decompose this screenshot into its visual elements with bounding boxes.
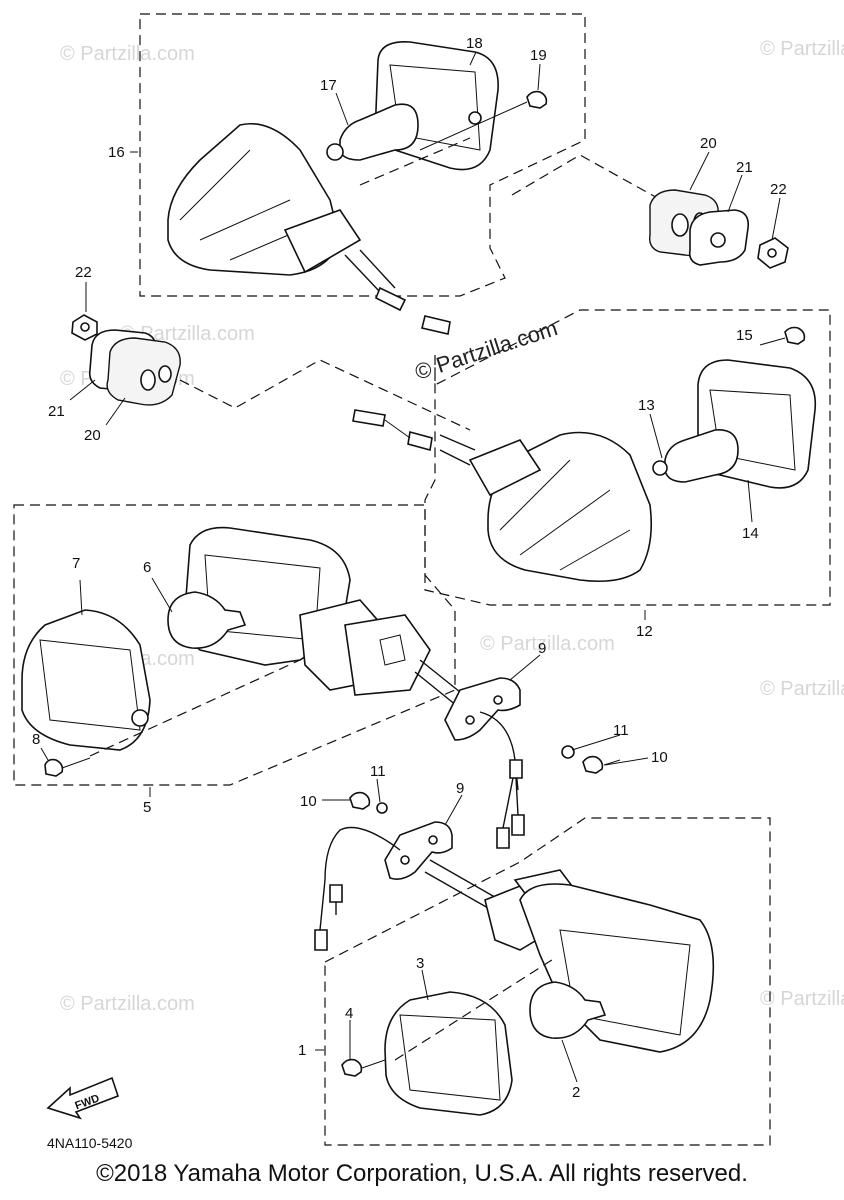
assembly-16-outline (139, 13, 586, 297)
callout-3: 3 (416, 955, 424, 972)
forward-arrow-icon: FWD (46, 1076, 120, 1120)
callout-2: 2 (572, 1084, 580, 1101)
assembly-1-outline (324, 817, 771, 1146)
callout-21: 21 (736, 159, 753, 176)
callout-11: 11 (613, 722, 629, 739)
callout-20: 20 (700, 135, 717, 152)
watermarks: © Partzilla.com © Partzilla.com © Partzi… (60, 38, 844, 1015)
callout-6: 6 (143, 559, 151, 576)
watermark-text: © Partzilla.com (760, 988, 844, 1010)
callout-7: 7 (72, 555, 80, 572)
callout-12: 12 (636, 623, 653, 640)
diagram-part-code: 4NA110-5420 (47, 1135, 133, 1151)
callout-17: 17 (320, 77, 337, 94)
callout-numbers: 16 17 18 19 20 21 22 22 21 20 15 13 14 1… (32, 35, 787, 1101)
callout-13: 13 (638, 397, 655, 414)
watermark-text: © Partzilla.com (760, 678, 844, 700)
callout-10: 10 (300, 793, 317, 810)
callout-15: 15 (736, 327, 753, 344)
callout-10: 10 (651, 749, 668, 766)
callout-8: 8 (32, 731, 40, 748)
callout-5: 5 (143, 799, 151, 816)
watermark-text: © Partzilla.com (480, 633, 615, 655)
callout-9: 9 (456, 780, 464, 797)
callout-4: 4 (345, 1005, 353, 1022)
copyright-notice: ©2018 Yamaha Motor Corporation, U.S.A. A… (96, 1160, 748, 1187)
watermark-text: © Partzilla.com (60, 43, 195, 65)
assembly-5-outline (13, 504, 456, 786)
leader-lines (40, 51, 781, 1083)
damper-set-left (71, 314, 471, 431)
callout-19: 19 (530, 47, 547, 64)
damper-set-right (511, 154, 789, 269)
callout-14: 14 (742, 525, 759, 542)
watermark-text: © Partzilla.com (760, 38, 844, 60)
callout-22: 22 (770, 181, 787, 198)
callout-20: 20 (84, 427, 101, 444)
turn-signal-assembly-left (21, 526, 621, 849)
callout-16: 16 (108, 144, 125, 161)
callout-22: 22 (75, 264, 92, 281)
callout-1: 1 (298, 1042, 306, 1059)
turn-signal-assembly-top (167, 41, 548, 335)
callout-11: 11 (370, 763, 386, 780)
callout-18: 18 (466, 35, 483, 52)
callout-9: 9 (538, 640, 546, 657)
watermark-text: © Partzilla.com (60, 993, 195, 1015)
turn-signal-assembly-bottom (314, 791, 715, 1116)
callout-21: 21 (48, 403, 65, 420)
turn-signal-assembly-right (352, 326, 817, 583)
